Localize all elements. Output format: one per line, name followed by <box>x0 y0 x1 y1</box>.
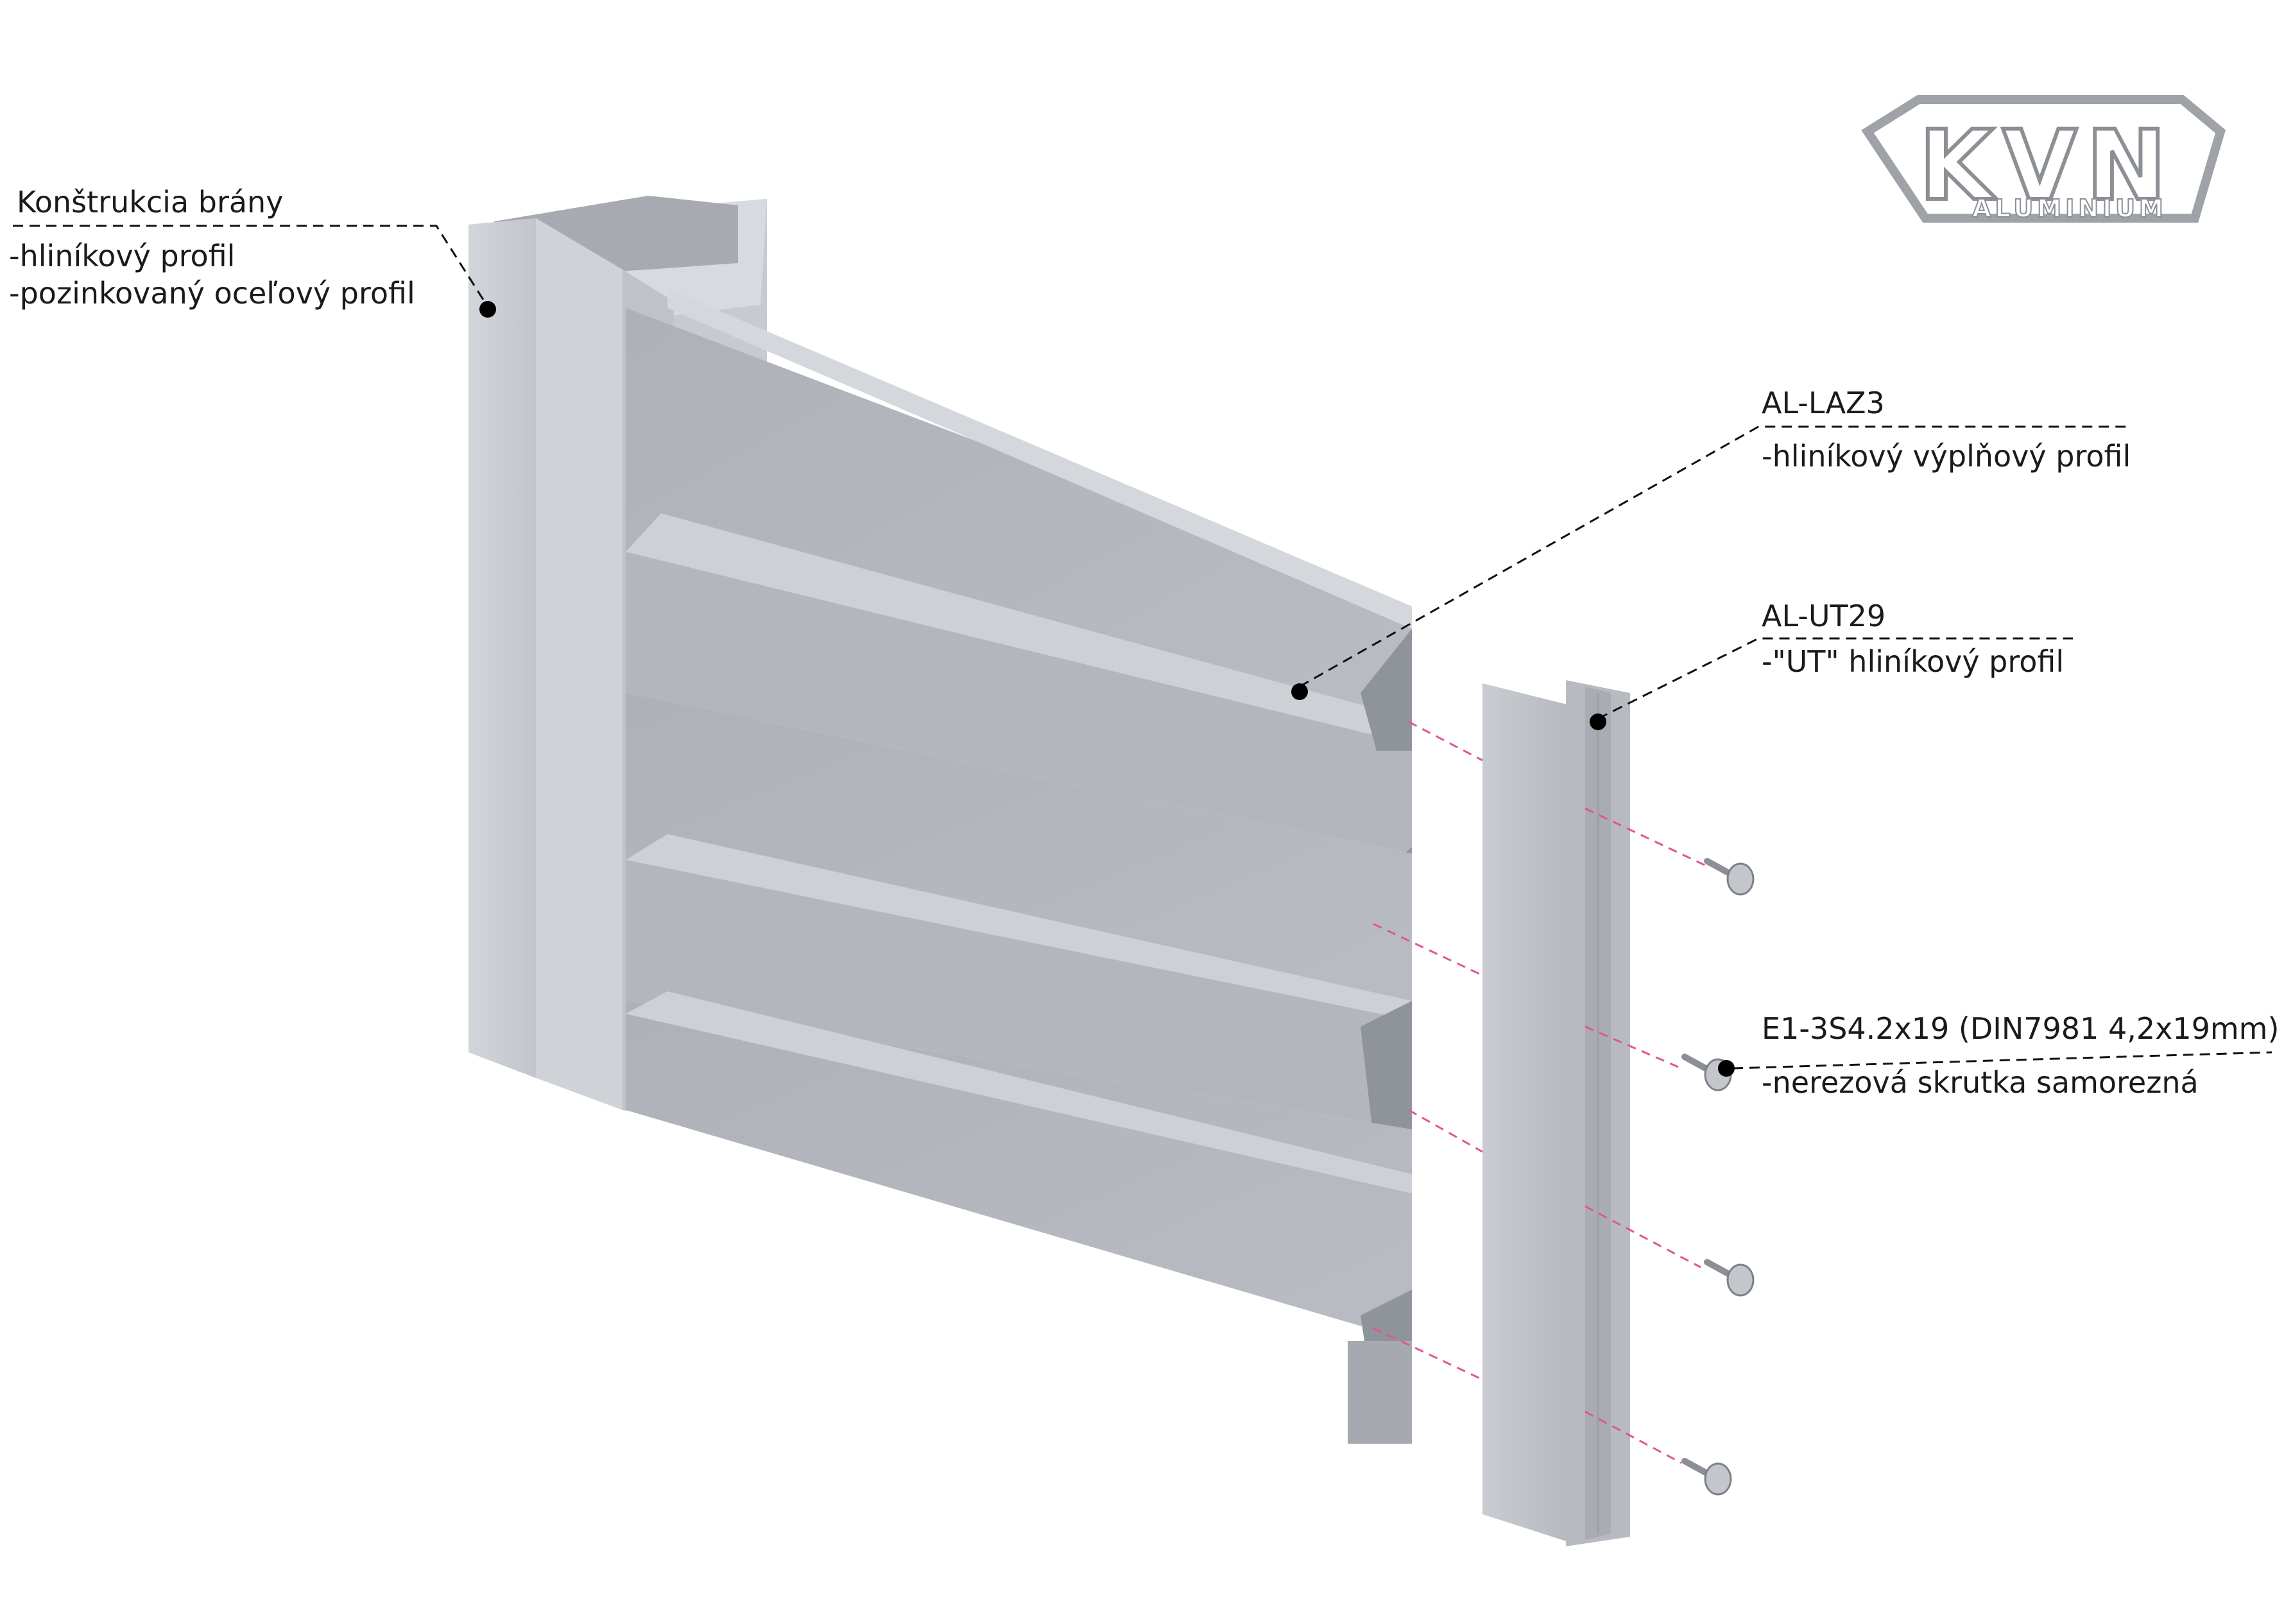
fill-profile-bottom <box>626 991 1412 1444</box>
screw-head <box>1726 862 1755 896</box>
leader-frame <box>13 225 489 307</box>
label-laz3-line1: -hliníkový výplňový profil <box>1762 439 2131 474</box>
dot-laz3 <box>1291 683 1308 700</box>
label-screw-line1: -nerezová skrutka samorezná <box>1762 1065 2199 1100</box>
ut-profile <box>1482 680 1630 1546</box>
logo-sub-text: ALUMINIUM <box>1972 194 2167 223</box>
screw-head <box>1726 1263 1755 1297</box>
label-frame-title: Konštrukcia brány <box>17 185 284 219</box>
dot-frame <box>479 301 496 318</box>
label-ut29-line1: -"UT" hliníkový profil <box>1762 644 2065 679</box>
leader-screw <box>1732 1051 2272 1070</box>
leader-ut29 <box>1597 637 2073 720</box>
label-screw-title: E1-3S4.2x19 (DIN7981 4,2x19mm) <box>1762 1011 2280 1046</box>
screw-4 <box>1681 1458 1732 1496</box>
label-laz3-title: AL-LAZ3 <box>1762 386 1885 420</box>
logo-main-text: KVN <box>1919 110 2176 222</box>
fill-profile-top <box>626 289 1412 1020</box>
label-frame-line1: -hliníkový profil <box>9 239 236 273</box>
label-ut29-title: AL-UT29 <box>1762 599 1886 633</box>
callout-dots <box>479 301 1735 1077</box>
dot-screw <box>1718 1060 1735 1077</box>
kvn-aluminium-logo: KVN ALUMINIUM <box>1861 95 2226 224</box>
screw-group <box>1681 858 1755 1496</box>
assembly-guide-lines <box>1373 721 1708 1464</box>
leader-laz3 <box>1299 425 2131 688</box>
label-frame-line2: -pozinkovaný oceľový profil <box>9 276 415 311</box>
screw-3 <box>1704 1259 1755 1297</box>
logo-frame <box>1861 95 2226 223</box>
callout-lines <box>13 225 2272 1070</box>
dot-ut29 <box>1590 714 1606 730</box>
screw-1 <box>1704 858 1755 896</box>
fill-profile-middle <box>626 693 1412 1193</box>
screw-head <box>1704 1462 1732 1496</box>
